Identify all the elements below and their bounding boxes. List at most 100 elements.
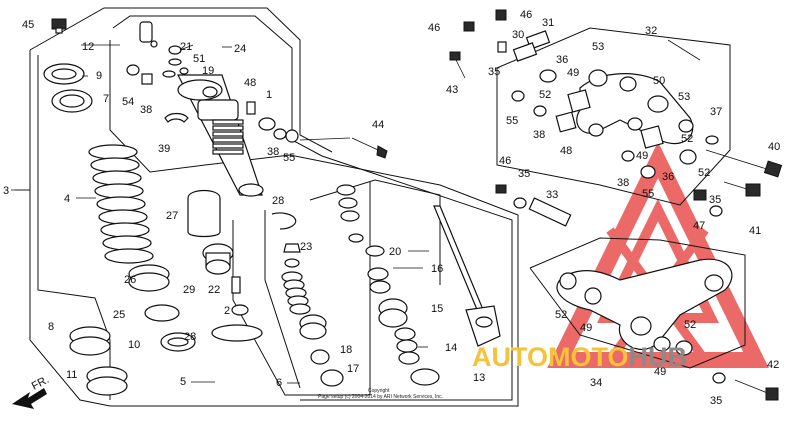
callout-6: 6 xyxy=(276,377,282,389)
callout-5: 5 xyxy=(180,376,186,388)
callout-47: 47 xyxy=(693,220,705,232)
bolt-45 xyxy=(51,18,67,34)
watermark-moto: MOTO xyxy=(548,342,629,372)
callout-21: 21 xyxy=(180,41,192,53)
fr-label: FR. xyxy=(30,374,51,393)
callout-49-c: 49 xyxy=(580,322,592,334)
callout-4: 4 xyxy=(64,193,70,205)
lock-nut-7 xyxy=(51,89,93,113)
watermark-text: AUTOMOTOHUB xyxy=(472,342,687,372)
callout-38-b: 38 xyxy=(267,146,279,158)
callout-33: 33 xyxy=(546,189,558,201)
callout-51: 51 xyxy=(193,53,205,65)
nut-46-mid xyxy=(495,184,507,194)
callout-10: 10 xyxy=(128,339,140,351)
reservoir-group xyxy=(187,189,297,342)
callout-38-d: 38 xyxy=(617,177,629,189)
callout-26: 26 xyxy=(124,274,136,286)
callout-18: 18 xyxy=(340,344,352,356)
callout-55: 55 xyxy=(283,152,295,164)
callout-7: 7 xyxy=(103,93,109,105)
shock-arm-assembly xyxy=(556,258,733,356)
washer-35-right xyxy=(709,205,723,217)
pro-link-assembly xyxy=(449,9,719,179)
callout-48: 48 xyxy=(244,77,256,89)
callout-49-b: 49 xyxy=(636,150,648,162)
callout-55-b: 55 xyxy=(506,115,518,127)
valve-stack-center xyxy=(336,184,440,386)
nut-47 xyxy=(693,189,707,201)
callout-9: 9 xyxy=(96,70,102,82)
lock-nut-9 xyxy=(43,63,85,85)
callout-36: 36 xyxy=(556,54,568,66)
rebound-adjuster-group xyxy=(246,101,388,159)
callout-41: 41 xyxy=(749,225,761,237)
leader-lines xyxy=(11,39,701,384)
spring-group xyxy=(43,18,196,396)
callout-24: 24 xyxy=(234,43,246,55)
callout-19: 19 xyxy=(202,65,214,77)
callout-34: 34 xyxy=(590,377,602,389)
bolt-41 xyxy=(723,181,761,197)
bolt-40 xyxy=(705,149,783,178)
callout-20: 20 xyxy=(389,246,401,258)
callout-35: 35 xyxy=(488,66,500,78)
damper-rod-13 xyxy=(433,205,501,347)
valve-stack-left xyxy=(281,243,344,387)
callout-22: 22 xyxy=(208,284,220,296)
callout-16: 16 xyxy=(431,263,443,275)
callout-44: 44 xyxy=(372,119,384,131)
callout-42: 42 xyxy=(767,359,779,371)
callout-36-b: 36 xyxy=(662,171,674,183)
callout-30: 30 xyxy=(512,29,524,41)
callout-52: 52 xyxy=(539,89,551,101)
callout-15: 15 xyxy=(431,303,443,315)
watermark-auto: AUTO xyxy=(472,342,548,372)
callout-35-c: 35 xyxy=(709,194,721,206)
callout-32: 32 xyxy=(645,25,657,37)
callout-53-b: 53 xyxy=(678,91,690,103)
callout-53: 53 xyxy=(592,41,604,53)
callout-27: 27 xyxy=(166,210,178,222)
callout-39: 39 xyxy=(158,143,170,155)
callout-40: 40 xyxy=(768,141,780,153)
callout-38: 38 xyxy=(140,104,152,116)
callout-17: 17 xyxy=(347,363,359,375)
collar-35-bottom xyxy=(712,372,726,384)
bolt-43 xyxy=(449,51,466,79)
callout-28: 28 xyxy=(272,195,284,207)
spring-4 xyxy=(88,144,154,264)
bolt-44 xyxy=(351,137,388,159)
callout-2: 2 xyxy=(224,305,230,317)
pipe-33 xyxy=(528,197,572,227)
callout-52-e: 52 xyxy=(684,319,696,331)
callout-12: 12 xyxy=(82,41,94,53)
callout-11: 11 xyxy=(66,369,77,381)
callout-31: 31 xyxy=(542,17,554,29)
callout-29: 29 xyxy=(183,284,195,296)
callout-25: 25 xyxy=(113,309,125,321)
callout-37: 37 xyxy=(710,106,722,118)
callout-46-b: 46 xyxy=(520,9,532,21)
front-direction-arrow: FR. xyxy=(12,374,51,409)
ring-25 xyxy=(144,304,180,322)
callout-8: 8 xyxy=(48,321,54,333)
callout-14: 14 xyxy=(445,342,457,354)
callout-35-d: 35 xyxy=(710,395,722,407)
callout-54: 54 xyxy=(122,96,134,108)
callout-52-b: 52 xyxy=(681,133,693,145)
bolt-42 xyxy=(734,379,779,401)
callout-46: 46 xyxy=(428,22,440,34)
bushing-8 xyxy=(69,326,111,356)
bump-rubber-11 xyxy=(86,366,128,396)
callout-35-b: 35 xyxy=(518,168,530,180)
callout-13: 13 xyxy=(473,372,485,384)
watermark-hub: HUB xyxy=(629,342,688,372)
copyright-line: Copyright xyxy=(368,388,390,394)
callout-46-c: 46 xyxy=(499,155,511,167)
callout-52-d: 52 xyxy=(555,309,567,321)
callout-labels: 45 12 21 51 24 19 9 7 54 38 48 1 39 38 5… xyxy=(3,9,780,407)
callout-45: 45 xyxy=(22,19,34,31)
